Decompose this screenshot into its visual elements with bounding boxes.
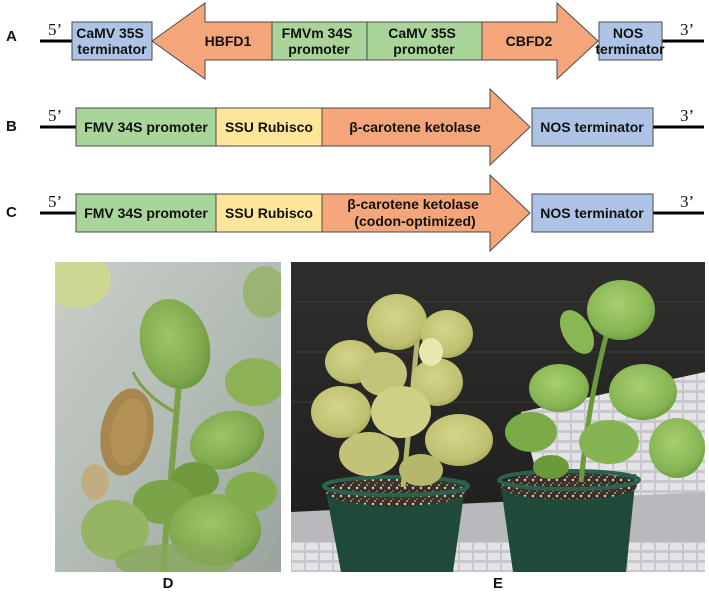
five-prime-label-b: 5’ — [48, 106, 62, 125]
camv-promoter-label: CaMV 35S promoter — [388, 25, 460, 57]
ssu-rubisco-box-c — [215, 193, 323, 233]
five-prime-label-c: 5’ — [48, 192, 62, 211]
fmvm-promoter-label: FMVm 34S promoter — [282, 25, 357, 57]
ketolase-label-b: β-carotene ketolase — [349, 119, 481, 135]
ketolase-label-c: β-carotene ketolase (codon-optimized) — [347, 196, 482, 229]
nos-terminator-box-a — [598, 21, 663, 61]
potted-plants-photo — [291, 262, 705, 572]
five-prime-label-a: 5’ — [48, 20, 62, 39]
three-prime-label-b: 3’ — [680, 106, 694, 125]
cbfd2-label: CBFD2 — [506, 33, 553, 49]
camv-terminator-label: CaMV 35S terminator — [76, 25, 148, 57]
fmv-promoter-label-b: FMV 34S promoter — [84, 119, 208, 135]
panel-e: E — [291, 262, 705, 592]
three-prime-label-c: 3’ — [680, 192, 694, 211]
nos-terminator-box-c — [531, 193, 654, 233]
ketolase-arrow-c — [321, 173, 531, 253]
camv-promoter-box — [366, 21, 483, 61]
panel-d: D — [55, 262, 281, 592]
hbfd1-label: HBFD1 — [205, 33, 252, 49]
fmv-promoter-label-c: FMV 34S promoter — [84, 205, 208, 221]
ketolase-arrow-b — [321, 87, 531, 167]
camv-terminator-box — [71, 21, 153, 61]
panel-c: C 5’ 3’ FMV 34S promoter SSU Rubisco β-c… — [6, 173, 704, 253]
nos-terminator-box-b — [531, 107, 654, 147]
plantlet-photo — [55, 262, 281, 572]
nos-terminator-label-a: NOS terminator — [595, 25, 665, 57]
panel-letter-e: E — [493, 575, 503, 592]
fmv-promoter-box-c — [75, 193, 217, 233]
three-prime-label-a: 3’ — [680, 20, 694, 39]
panel-b: B 5’ 3’ FMV 34S promoter SSU Rubisco β-c… — [6, 87, 704, 167]
ssu-rubisco-label-b: SSU Rubisco — [225, 119, 313, 135]
nos-terminator-label-b: NOS terminator — [540, 119, 644, 135]
ssu-rubisco-label-c: SSU Rubisco — [225, 205, 313, 221]
panel-letter-c: C — [6, 204, 17, 221]
panel-letter-a: A — [6, 28, 17, 45]
panel-letter-d: D — [163, 575, 174, 592]
cbfd2-arrow — [481, 1, 599, 81]
panel-letter-b: B — [6, 118, 17, 135]
panel-a: A 5’ 3’ CaMV 35S terminator HBFD1 FMVm 3… — [6, 1, 704, 81]
nos-terminator-label-c: NOS terminator — [540, 205, 644, 221]
